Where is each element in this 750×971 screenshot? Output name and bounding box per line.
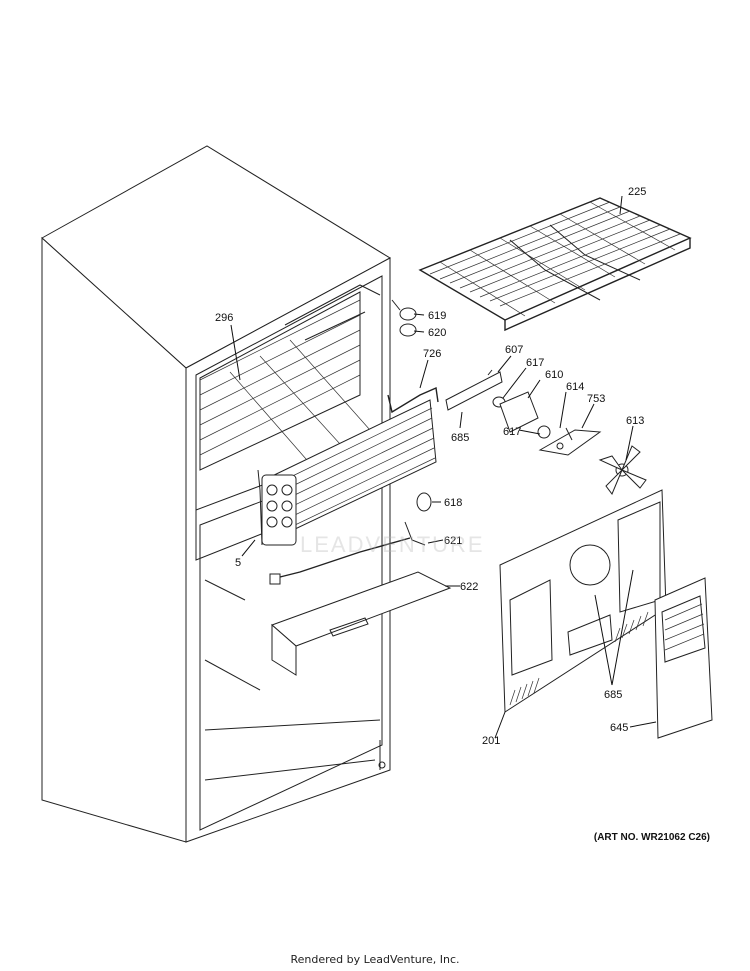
leader-lines [230, 195, 657, 739]
footer-credit: Rendered by LeadVenture, Inc. [290, 953, 460, 966]
callout-617-lower: 617 [503, 426, 521, 438]
callout-645: 645 [610, 722, 628, 734]
callout-201: 201 [482, 735, 500, 747]
air-duct-cover [271, 571, 452, 676]
callout-618: 618 [444, 497, 462, 509]
evaporator-coil [257, 386, 439, 546]
callout-labels: 225 296 619 620 726 607 617 610 614 753 … [215, 186, 646, 747]
callout-225: 225 [628, 186, 646, 198]
fan-motor-assembly [445, 369, 602, 456]
watermark: LEADVENTURE [300, 532, 485, 557]
callout-726: 726 [423, 348, 441, 360]
callout-296: 296 [215, 312, 233, 324]
callout-685-lower: 685 [604, 689, 622, 701]
art-number: (ART NO. WR21062 C26) [593, 832, 710, 843]
callout-622: 622 [460, 581, 478, 593]
wire-shelf [418, 197, 692, 332]
callout-685-upper: 685 [451, 432, 469, 444]
callout-613: 613 [626, 415, 644, 427]
callout-621: 621 [444, 535, 462, 547]
callout-607: 607 [505, 344, 523, 356]
fan-blade [598, 445, 647, 495]
thermostat-capsules [391, 299, 417, 337]
callout-610: 610 [545, 369, 563, 381]
callout-614: 614 [566, 381, 584, 393]
callout-753: 753 [587, 393, 605, 405]
callout-5: 5 [235, 557, 241, 569]
fan-shroud [654, 577, 713, 739]
callout-619: 619 [428, 310, 446, 322]
callout-620: 620 [428, 327, 446, 339]
defrost-heater [269, 521, 426, 585]
callout-617-top: 617 [526, 357, 544, 369]
evaporator-cover [499, 489, 667, 713]
defrost-thermostat [416, 492, 432, 512]
